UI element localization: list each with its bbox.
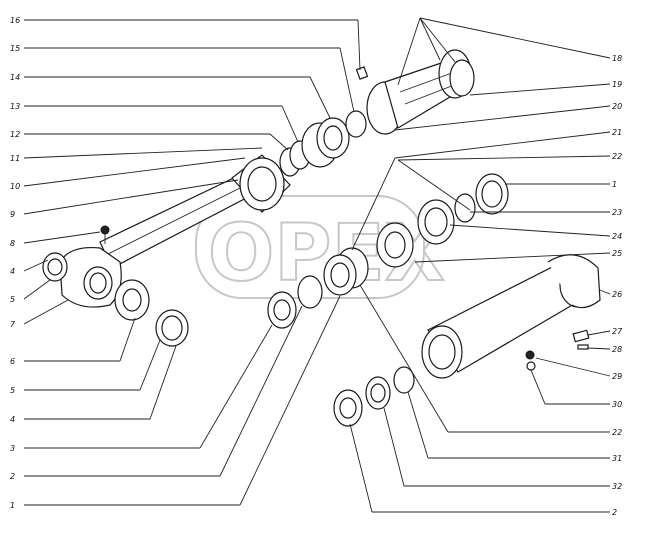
callout-24: 24 (612, 232, 622, 241)
rod-eye (59, 246, 122, 308)
callout-14: 14 (10, 73, 20, 82)
callout-1-right: 1 (612, 180, 617, 189)
callout-22-upper: 22 (612, 152, 622, 161)
callout-3: 3 (10, 444, 15, 453)
callout-26: 26 (612, 290, 622, 299)
callout-18: 18 (612, 54, 622, 63)
callout-27: 27 (612, 327, 623, 336)
callout-32: 32 (612, 482, 622, 491)
callout-29: 29 (612, 372, 622, 381)
callout-21: 21 (612, 128, 622, 137)
callout-8: 8 (10, 239, 15, 248)
mid-rings (267, 247, 369, 329)
callout-20: 20 (612, 102, 622, 111)
piston-assembly (366, 49, 475, 135)
bottom-rings (333, 366, 415, 427)
ring-parts-right (417, 173, 509, 245)
gland-nut (231, 154, 291, 213)
callout-7: 7 (10, 320, 16, 329)
callout-10: 10 (10, 182, 20, 191)
lower-left-rings (114, 279, 189, 347)
callout-4-lower: 4 (10, 415, 15, 424)
leader-lines (23, 17, 611, 513)
guide-25 (376, 222, 414, 268)
callout-19: 19 (612, 80, 622, 89)
callout-2-right: 2 (612, 508, 617, 517)
small-fasteners (525, 329, 590, 371)
callout-labels: 16 15 14 13 12 11 10 9 8 4 5 7 6 5 4 3 2… (10, 16, 623, 517)
callout-1-left: 1 (10, 501, 15, 510)
callout-2-left: 2 (10, 472, 15, 481)
bushing (301, 117, 350, 168)
cylinder-barrel (421, 254, 601, 379)
callout-23: 23 (612, 208, 622, 217)
callout-12: 12 (10, 130, 20, 139)
callout-9: 9 (10, 210, 15, 219)
grease-fitting (100, 225, 110, 244)
callout-28: 28 (612, 345, 622, 354)
callout-6: 6 (10, 357, 15, 366)
callout-5-lower: 5 (10, 386, 15, 395)
callout-25: 25 (612, 249, 622, 258)
callout-22-lower: 22 (612, 428, 622, 437)
callout-15: 15 (10, 44, 20, 53)
callout-13: 13 (10, 102, 20, 111)
callout-11: 11 (10, 154, 20, 163)
rod-seal-ring (42, 252, 68, 282)
callout-30: 30 (612, 400, 622, 409)
seal-15 (345, 110, 367, 138)
callout-5-upper: 5 (10, 295, 15, 304)
callout-16: 16 (10, 16, 20, 25)
callout-4-upper: 4 (10, 267, 15, 276)
callout-31: 31 (612, 454, 622, 463)
pin-16 (355, 66, 369, 80)
